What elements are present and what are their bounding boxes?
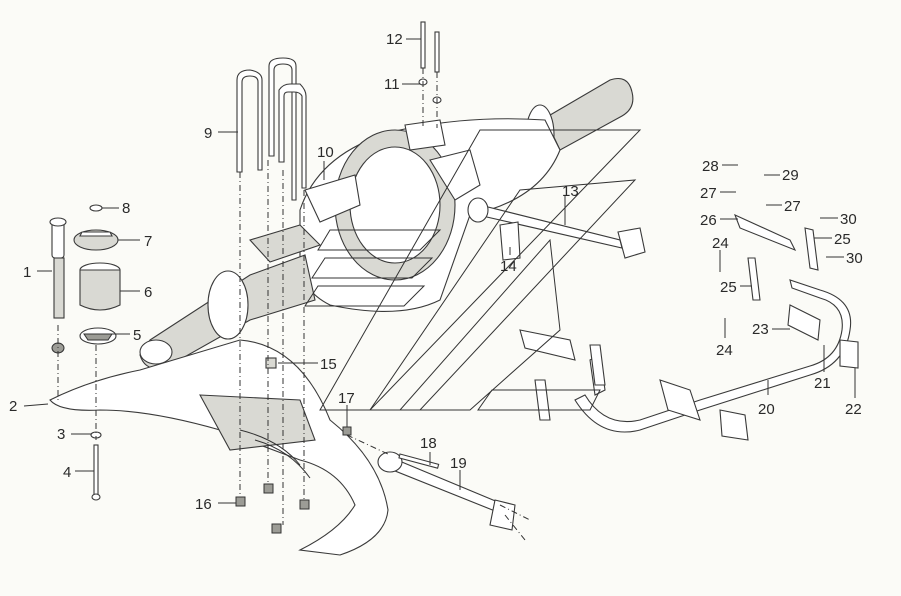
bolts-11-12 (418, 21, 442, 104)
callout-26: 26 (700, 212, 717, 229)
callout-27b: 27 (784, 198, 801, 215)
callout-labels: 1 2 3 4 5 6 7 8 9 10 11 12 13 14 15 16 1 (9, 31, 863, 513)
callout-2: 2 (9, 398, 17, 415)
callout-30b: 30 (846, 250, 863, 267)
callout-25b: 25 (834, 231, 851, 248)
callout-14: 14 (500, 258, 517, 275)
callout-29: 29 (782, 167, 799, 184)
callout-8: 8 (122, 200, 130, 217)
callout-6: 6 (144, 284, 152, 301)
callout-13: 13 (562, 183, 579, 200)
callout-10: 10 (317, 144, 334, 161)
callout-28: 28 (702, 158, 719, 175)
callout-4: 4 (63, 464, 71, 481)
callout-25a: 25 (720, 279, 737, 296)
callout-12: 12 (386, 31, 403, 48)
callout-7: 7 (144, 233, 152, 250)
callout-24a: 24 (712, 235, 729, 252)
callout-24b: 24 (716, 342, 733, 359)
callout-5: 5 (133, 327, 141, 344)
shock-absorber-1 (49, 217, 67, 354)
callout-18: 18 (420, 435, 437, 452)
u-bolts-9 (236, 57, 307, 201)
callout-9: 9 (204, 125, 212, 142)
callout-20: 20 (758, 401, 775, 418)
callout-21: 21 (814, 375, 831, 392)
callout-27a: 27 (700, 185, 717, 202)
callout-3: 3 (57, 426, 65, 443)
callout-15: 15 (320, 356, 337, 373)
assembly-lines (57, 68, 531, 541)
rubber-spring-stack (73, 204, 121, 345)
callout-23: 23 (752, 321, 769, 338)
callout-30a: 30 (840, 211, 857, 228)
callout-1: 1 (23, 264, 31, 281)
fasteners-3-4 (90, 431, 102, 501)
reference-planes (304, 129, 642, 411)
callout-11: 11 (384, 76, 400, 93)
callout-16: 16 (195, 496, 212, 513)
torque-rod-13 (467, 197, 646, 261)
callout-22: 22 (845, 401, 862, 418)
callout-19: 19 (450, 455, 467, 472)
lower-rod-19 (377, 451, 516, 531)
leaf-spring-2 (49, 339, 389, 556)
axle-housing (139, 77, 634, 370)
callout-17: 17 (338, 390, 355, 407)
